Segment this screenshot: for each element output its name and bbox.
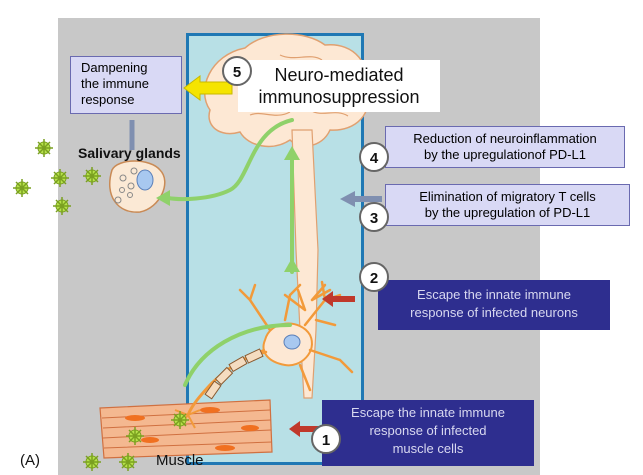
step2-box: Escape the innate immune response of inf…: [378, 280, 610, 330]
step4-badge: 4: [359, 142, 389, 172]
step3-box: Elimination of migratory T cells by the …: [385, 184, 630, 226]
motor-neuron-icon: [174, 280, 354, 429]
step3-line1: Elimination of migratory T cells: [419, 189, 596, 204]
gray-arrow-step3: [340, 191, 382, 207]
muscle-label: Muscle: [156, 452, 204, 469]
step2-badge: 2: [359, 262, 389, 292]
step3-badge: 3: [359, 202, 389, 232]
dampening-line3: response: [81, 92, 135, 107]
step2-line2: response of infected neurons: [410, 305, 578, 320]
step1-line2: response of infected: [369, 423, 487, 438]
yellow-arrow: [183, 75, 233, 101]
step1-box: Escape the innate immune response of inf…: [322, 400, 534, 466]
muscle-fiber-icon: [99, 399, 273, 459]
salivary-glands-label: Salivary glands: [78, 145, 181, 161]
dampening-line2: the immune: [81, 76, 149, 91]
step5-badge: 5: [222, 56, 252, 86]
dampening-box: Dampening the immune response: [70, 56, 182, 114]
step3-line2: by the upregulation of PD-L1: [424, 205, 591, 220]
red-arrows: [289, 291, 355, 437]
step5-title: Neuro-mediated immunosuppression: [238, 60, 440, 112]
step4-box: Reduction of neuroinflammation by the up…: [385, 126, 625, 168]
green-arrowheads: [156, 146, 300, 272]
step5-line1: Neuro-mediated: [274, 65, 404, 85]
dampening-line1: Dampening: [81, 60, 148, 75]
step2-line1: Escape the innate immune: [417, 287, 571, 302]
step1-badge: 1: [311, 424, 341, 454]
salivary-gland-cell-icon: [109, 160, 166, 213]
step4-line2: by the upregulationof PD-L1: [424, 147, 586, 162]
step4-line1: Reduction of neuroinflammation: [413, 131, 597, 146]
step1-line3: muscle cells: [392, 441, 464, 456]
upper-neuron-dendrites: [283, 283, 337, 327]
spinal-cord-shape: [291, 129, 319, 399]
step1-line1: Escape the innate immune: [351, 405, 505, 420]
step5-line2: immunosuppression: [258, 87, 420, 107]
panel-label: (A): [20, 452, 40, 469]
